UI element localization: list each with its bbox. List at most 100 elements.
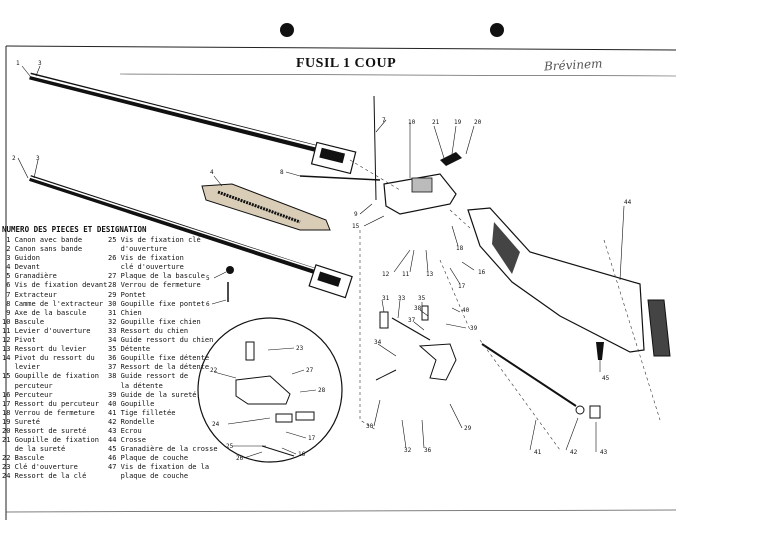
callout-17a: 17 [458,283,466,290]
stock-bolt [481,343,601,419]
receiver [299,95,457,215]
callout-28: 28 [318,387,326,394]
parts-list-item: clé d'ouverture [108,263,184,272]
callout-8: 8 [280,169,284,176]
callout-32: 32 [404,447,412,454]
parts-list-item: 42 Rondelle [108,417,155,426]
parts-list-item: d'ouverture [108,245,168,254]
callout-33: 33 [398,295,406,302]
top-rule [5,45,677,51]
callout-7: 7 [382,117,386,124]
parts-list-item: 23 Clé d'ouverture [2,463,78,472]
callout-22: 22 [210,367,218,374]
parts-list-item: 46 Plaque de couche [108,454,189,463]
parts-list-item: 26 Vis de fixation [108,254,184,263]
parts-list-item: 21 Goupille de fixation [2,436,99,445]
callout-40: 40 [462,307,470,314]
forend [201,183,331,231]
parts-list-left: 1 Canon avec bande 2 Canon sans bande 3 … [2,236,112,482]
parts-list-item: 6 Vis de fixation devant [2,281,108,290]
parts-list-item: 8 Camme de l'extracteur [2,299,104,308]
header-underline [119,73,677,77]
callout-1: 1 [16,60,20,67]
parts-list-item: 36 Goupille fixe détente [108,354,210,363]
parts-list-item: plaque de couche [108,472,189,481]
callout-43: 43 [600,449,608,456]
parts-list-item: 45 Granadière de la crosse [108,445,218,454]
parts-list-item: 13 Ressort du levier [2,345,87,354]
parts-list-item: 1 Canon avec bande [2,236,83,244]
assembly-lines [349,159,661,451]
parts-list-item: 2 Canon sans bande [2,245,83,254]
callout-numbers: 1 3 2 3 4 8 7 10 21 19 20 9 15 44 18 12 … [12,60,632,462]
parts-list-item: 5 Granadière [2,272,57,281]
parts-list-item: 17 Ressort du percuteur [2,399,99,408]
callout-41: 41 [534,449,542,456]
callout-38: 38 [414,305,422,312]
parts-list-item: 24 Ressort de la clé [2,472,87,481]
callout-26: 26 [236,455,244,462]
callout-44: 44 [624,199,632,206]
parts-list-item: 10 Bascule [2,317,45,326]
callout-4: 4 [210,169,214,176]
callout-27: 27 [306,367,314,374]
parts-list-item: de la sureté [2,445,66,454]
binder-hole-right [490,23,504,37]
parts-list-item: 40 Goupille [108,399,155,408]
callout-21: 21 [432,119,440,126]
callout-leaders [17,65,625,459]
callout-2: 2 [12,155,16,162]
callout-45: 45 [602,375,610,382]
callout-5: 5 [206,275,210,282]
parts-list-item: 9 Axe de la bascule [2,308,87,317]
parts-list-item: 3 Guidon [2,254,40,263]
document-title: FUSIL 1 COUP [296,56,397,71]
parts-list-item: percuteur [2,381,53,390]
parts-list-item: la détente [108,381,163,390]
parts-list-item: 16 Percuteur [2,390,53,399]
callout-9: 9 [354,211,358,218]
callout-16a: 16 [478,269,486,276]
callout-17b: 17 [308,435,316,442]
callout-10: 10 [408,119,416,126]
callout-19: 19 [454,119,462,126]
parts-list-item: 41 Tige filletée [108,408,176,417]
callout-18: 18 [456,245,464,252]
parts-list-item: 30 Goupille fixe pontet [108,299,205,308]
parts-list-item: 19 Sureté [2,417,40,426]
parts-list-item: 37 Ressort de la détente [108,363,210,372]
callout-11: 11 [402,271,410,278]
stock [467,207,671,357]
callout-6: 6 [206,301,210,308]
callout-15: 15 [352,223,360,230]
parts-list-item: 44 Crosse [108,436,146,445]
parts-list-item: 39 Guide de la sureté [108,390,197,399]
parts-list-item: 22 Bascule [2,454,45,463]
callout-34: 34 [374,339,382,346]
barrel-with-rib [29,72,357,175]
parts-list-item: 32 Goupille fixe chien [108,317,201,326]
callout-30: 30 [366,423,374,430]
callout-31: 31 [382,295,390,302]
callout-24: 24 [212,421,220,428]
callout-39: 39 [470,325,478,332]
callout-23: 23 [296,345,304,352]
callout-36: 36 [424,447,432,454]
parts-list-item: 18 Verrou de fermeture [2,408,95,417]
callout-3a: 3 [38,60,42,67]
trigger-group [375,305,457,381]
parts-list-item: 29 Pontet [108,290,146,299]
parts-list-item: 38 Guide ressort de [108,372,189,381]
parts-list-item: 4 Devant [2,263,40,272]
callout-42: 42 [570,449,578,456]
callout-37: 37 [408,317,416,324]
callout-3b: 3 [36,155,40,162]
callout-25: 25 [226,443,234,450]
callout-12: 12 [382,271,390,278]
parts-list-item: 7 Extracteur [2,290,57,299]
callout-29: 29 [464,425,472,432]
detail-inset [197,317,343,463]
